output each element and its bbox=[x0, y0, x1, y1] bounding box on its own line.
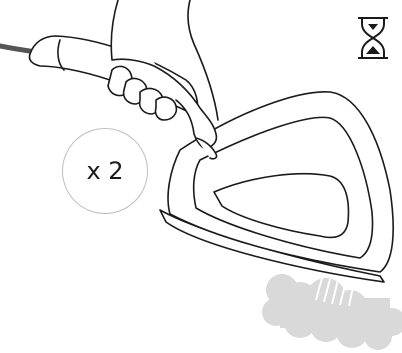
hourglass-icon bbox=[358, 18, 388, 58]
repeat-count-badge: x 2 bbox=[62, 128, 148, 214]
repeat-count-text: x 2 bbox=[86, 157, 123, 185]
steam-cloud-illustration bbox=[262, 274, 402, 350]
